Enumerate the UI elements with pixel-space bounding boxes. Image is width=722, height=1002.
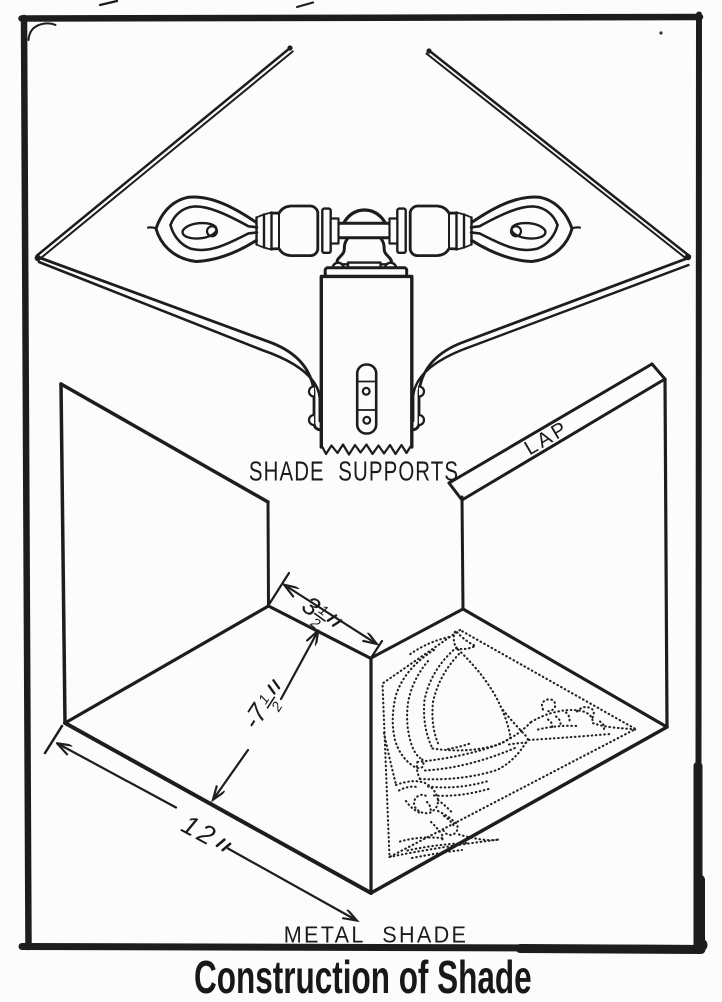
svg-text:SHADE SUPPORTS: SHADE SUPPORTS — [249, 457, 459, 488]
svg-text:Construction of Shade: Construction of Shade — [194, 952, 532, 1002]
svg-text:METAL SHADE: METAL SHADE — [284, 922, 468, 948]
svg-text:2: 2 — [267, 699, 285, 715]
svg-text:LAP: LAP — [520, 416, 573, 460]
